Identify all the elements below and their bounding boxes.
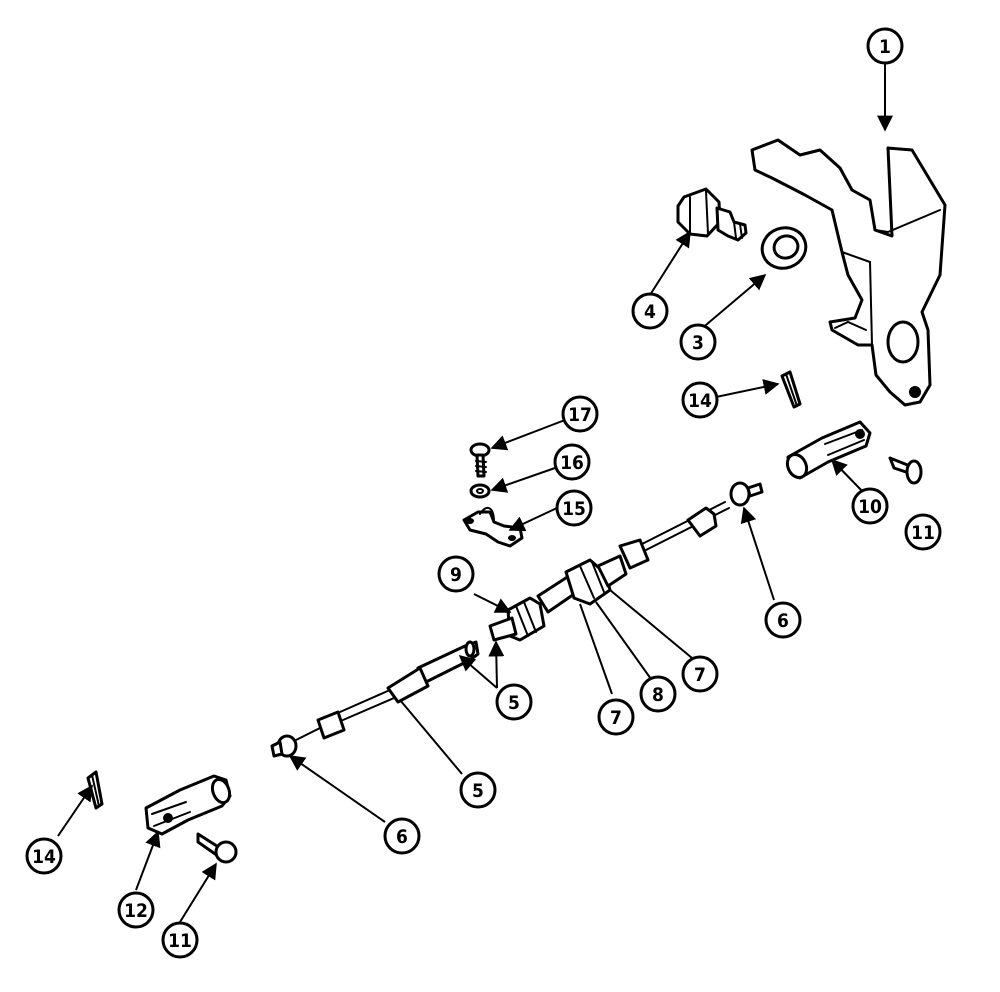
callout-7-left: 7 bbox=[597, 698, 635, 736]
callout-1: 1 bbox=[866, 27, 904, 65]
svg-text:7: 7 bbox=[610, 707, 622, 729]
svg-text:11: 11 bbox=[168, 930, 192, 952]
svg-text:14: 14 bbox=[32, 846, 56, 868]
part-clevis-upper bbox=[785, 420, 872, 480]
callout-8: 8 bbox=[639, 675, 677, 713]
svg-text:5: 5 bbox=[472, 780, 484, 802]
part-clevis-pin-lower bbox=[196, 832, 238, 864]
svg-text:7: 7 bbox=[694, 664, 706, 686]
svg-text:16: 16 bbox=[560, 452, 584, 474]
svg-text:14: 14 bbox=[688, 390, 712, 412]
callout-6-upper: 6 bbox=[764, 601, 802, 639]
part-cable-clamp bbox=[462, 506, 524, 548]
callout-15: 15 bbox=[555, 489, 593, 527]
svg-text:11: 11 bbox=[911, 522, 935, 544]
callout-6-lower: 6 bbox=[383, 817, 421, 855]
callout-5-upper: 5 bbox=[495, 683, 533, 721]
callout-16: 16 bbox=[553, 443, 591, 481]
part-cable-lower bbox=[270, 640, 480, 758]
part-small-nut bbox=[469, 483, 491, 499]
callout-14-upper: 14 bbox=[681, 381, 719, 419]
svg-text:6: 6 bbox=[396, 826, 408, 848]
part-screw bbox=[469, 442, 491, 478]
leader-lines bbox=[57, 64, 893, 923]
callout-11-lower: 11 bbox=[161, 921, 199, 959]
svg-text:1: 1 bbox=[879, 36, 891, 58]
part-cotter-pin-upper bbox=[780, 370, 802, 409]
svg-text:9: 9 bbox=[450, 564, 462, 586]
part-washer bbox=[760, 226, 808, 270]
callout-17: 17 bbox=[561, 395, 599, 433]
svg-text:4: 4 bbox=[644, 301, 656, 323]
svg-text:6: 6 bbox=[777, 610, 789, 632]
svg-text:3: 3 bbox=[692, 332, 704, 354]
svg-text:12: 12 bbox=[124, 900, 148, 922]
svg-text:8: 8 bbox=[652, 684, 664, 706]
svg-text:10: 10 bbox=[858, 496, 882, 518]
svg-text:17: 17 bbox=[568, 404, 592, 426]
callout-12: 12 bbox=[117, 891, 155, 929]
callout-9: 9 bbox=[437, 555, 475, 593]
callout-5-lower: 5 bbox=[459, 771, 497, 809]
callouts: 1 4 3 14 17 16 15 10 11 9 6 5 7 8 7 5 6 … bbox=[25, 27, 942, 959]
callout-3: 3 bbox=[679, 323, 717, 361]
part-cable-upper bbox=[488, 481, 764, 642]
part-pivot-bolt bbox=[676, 187, 748, 242]
callout-10: 10 bbox=[851, 487, 889, 525]
svg-text:5: 5 bbox=[508, 692, 520, 714]
part-clevis-pin-upper bbox=[888, 456, 923, 485]
part-cotter-pin-lower bbox=[86, 770, 104, 810]
svg-text:15: 15 bbox=[562, 498, 586, 520]
callout-7-right: 7 bbox=[681, 655, 719, 693]
part-clevis-lower bbox=[144, 774, 232, 836]
part-bracket bbox=[750, 138, 947, 407]
callout-14-lower: 14 bbox=[25, 837, 63, 875]
callout-11-upper: 11 bbox=[904, 513, 942, 551]
callout-4: 4 bbox=[631, 292, 669, 330]
